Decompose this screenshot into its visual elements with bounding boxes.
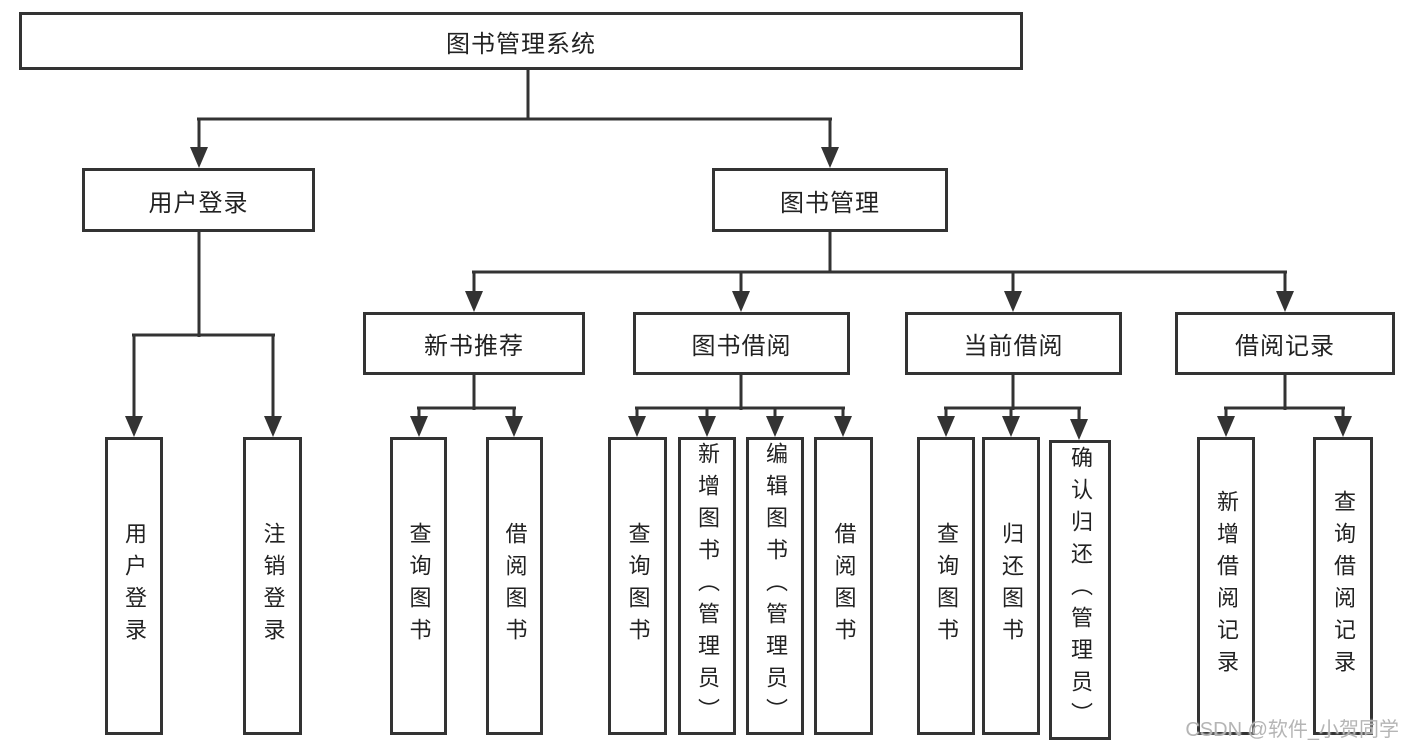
connector-login-to-leaves	[125, 232, 282, 437]
node-label: 图书管理	[780, 189, 880, 217]
node-label: 新书推荐	[424, 333, 524, 360]
node-library-management-system: 图书管理系统	[19, 12, 1023, 70]
leaf-label: 新增借阅记录	[1214, 490, 1239, 682]
leaf-borrow-query-books: 查询图书	[608, 437, 667, 735]
leaf-current-return-books: 归还图书	[982, 437, 1040, 735]
node-label: 当前借阅	[963, 333, 1064, 360]
leaf-label: 归还图书	[999, 522, 1024, 650]
leaf-label: 用户登录	[122, 522, 147, 650]
leaf-label: 借阅图书	[502, 522, 528, 650]
leaf-label: 查询图书	[406, 522, 432, 650]
node-current-borrowing: 当前借阅	[905, 312, 1122, 375]
connector-root-to-level2	[190, 70, 839, 168]
leaf-label: 查询图书	[934, 522, 959, 650]
leaf-label: 查询借阅记录	[1331, 490, 1356, 682]
leaf-newbook-borrow-books: 借阅图书	[486, 437, 543, 735]
leaf-label: 注销登录	[260, 522, 286, 650]
node-borrowing-records: 借阅记录	[1175, 312, 1395, 375]
node-book-borrowing: 图书借阅	[633, 312, 850, 375]
leaf-newbook-query-books: 查询图书	[390, 437, 447, 735]
connector-current-to-leaves	[937, 375, 1088, 440]
connector-records-to-leaves	[1217, 375, 1352, 437]
leaf-label: 借阅图书	[831, 522, 857, 650]
connector-borrow-to-leaves	[628, 375, 852, 437]
leaf-borrow-edit-books-admin: 编辑图书（管理员）	[746, 437, 804, 735]
connector-bookmgmt-to-level3	[465, 232, 1294, 312]
leaf-user-login: 用户登录	[105, 437, 163, 735]
leaf-borrow-borrow-books: 借阅图书	[814, 437, 873, 735]
leaf-records-query-borrow-record: 查询借阅记录	[1313, 437, 1373, 735]
node-new-book-recommendation: 新书推荐	[363, 312, 585, 375]
node-label: 借阅记录	[1235, 333, 1335, 360]
leaf-borrow-add-books-admin: 新增图书（管理员）	[678, 437, 736, 735]
node-user-login: 用户登录	[82, 168, 315, 232]
csdn-watermark: CSDN @软件_小贺同学	[1185, 719, 1399, 741]
leaf-label: 查询图书	[625, 522, 651, 650]
node-label: 图书管理系统	[446, 30, 596, 58]
leaf-records-add-borrow-record: 新增借阅记录	[1197, 437, 1255, 735]
leaf-label: 编辑图书（管理员）	[763, 442, 788, 730]
node-book-management: 图书管理	[712, 168, 948, 232]
connector-newbook-to-leaves	[410, 375, 523, 437]
leaf-label: 新增图书（管理员）	[695, 442, 720, 730]
leaf-logout: 注销登录	[243, 437, 302, 735]
node-label: 用户登录	[148, 189, 249, 217]
leaf-current-query-books: 查询图书	[917, 437, 975, 735]
leaf-current-confirm-return-admin: 确认归还（管理员）	[1049, 440, 1111, 740]
leaf-label: 确认归还（管理员）	[1068, 446, 1093, 734]
node-label: 图书借阅	[691, 333, 792, 360]
